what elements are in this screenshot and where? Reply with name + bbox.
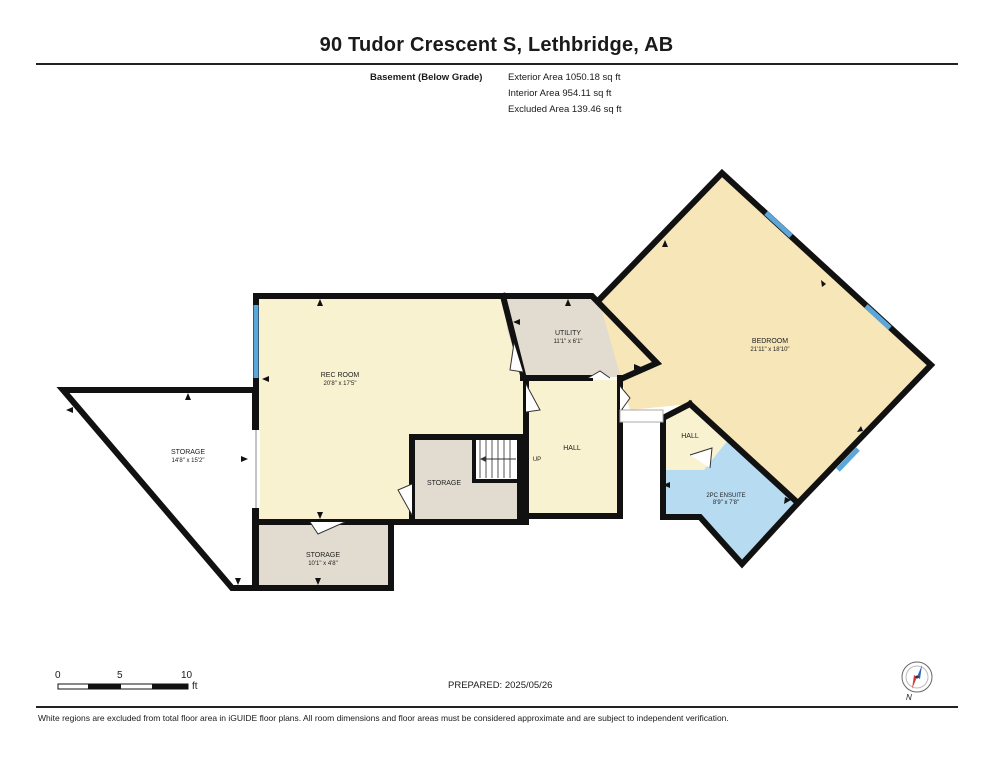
level-label: Basement (Below Grade) bbox=[370, 72, 483, 83]
scale-bar bbox=[57, 683, 189, 690]
bedroom-room bbox=[599, 173, 931, 503]
storage-mid-name: STORAGE bbox=[427, 480, 461, 487]
storage-south-room bbox=[258, 525, 389, 588]
scale-tick-0: 0 bbox=[55, 670, 61, 681]
rec-room-dims: 20'8" x 17'5" bbox=[324, 381, 357, 387]
stairs bbox=[472, 435, 524, 483]
storage-south-dims: 10'1" x 4'8" bbox=[308, 561, 338, 567]
exterior-area: Exterior Area 1050.18 sq ft bbox=[508, 72, 621, 83]
hall-center-room bbox=[526, 380, 617, 516]
windows bbox=[253, 211, 892, 472]
interior-area: Interior Area 954.11 sq ft bbox=[508, 88, 612, 99]
bedroom-name: BEDROOM bbox=[752, 338, 788, 345]
ensuite-dims: 8'9" x 7'8" bbox=[713, 500, 739, 506]
walls bbox=[253, 168, 936, 591]
ensuite-name: 2PC ENSUITE bbox=[706, 493, 745, 499]
doors bbox=[252, 342, 713, 535]
footer-divider bbox=[36, 706, 958, 708]
utility-name: UTILITY bbox=[555, 330, 581, 337]
excluded-area: Excluded Area 139.46 sq ft bbox=[508, 104, 622, 115]
compass-icon bbox=[901, 661, 933, 693]
stairs-label: UP bbox=[533, 457, 541, 463]
utility-dims: 11'1" x 6'1" bbox=[553, 339, 582, 345]
rec-room-name: REC ROOM bbox=[321, 372, 360, 379]
dimension-markers bbox=[66, 240, 863, 585]
scale-tick-5: 5 bbox=[117, 670, 123, 681]
storage-south-name: STORAGE bbox=[306, 552, 340, 559]
compass-label: N bbox=[906, 693, 912, 702]
prepared-date: PREPARED: 2025/05/26 bbox=[448, 680, 553, 691]
scale-tick-10: 10 bbox=[181, 670, 193, 681]
storage-west-name: STORAGE bbox=[171, 449, 205, 456]
hall-east-name: HALL bbox=[681, 433, 699, 440]
bedroom-dims: 21'11" x 18'10" bbox=[750, 347, 789, 353]
scale-unit: ft bbox=[192, 681, 198, 692]
hall-center-name: HALL bbox=[563, 445, 581, 452]
rec-room bbox=[256, 296, 523, 522]
header-divider bbox=[36, 63, 958, 65]
storage-west-room bbox=[56, 387, 258, 591]
ensuite-room bbox=[663, 440, 798, 564]
storage-west-dims: 14'8" x 15'2" bbox=[172, 458, 205, 464]
page-title: 90 Tudor Crescent S, Lethbridge, AB bbox=[319, 34, 674, 56]
disclaimer: White regions are excluded from total fl… bbox=[38, 713, 729, 723]
